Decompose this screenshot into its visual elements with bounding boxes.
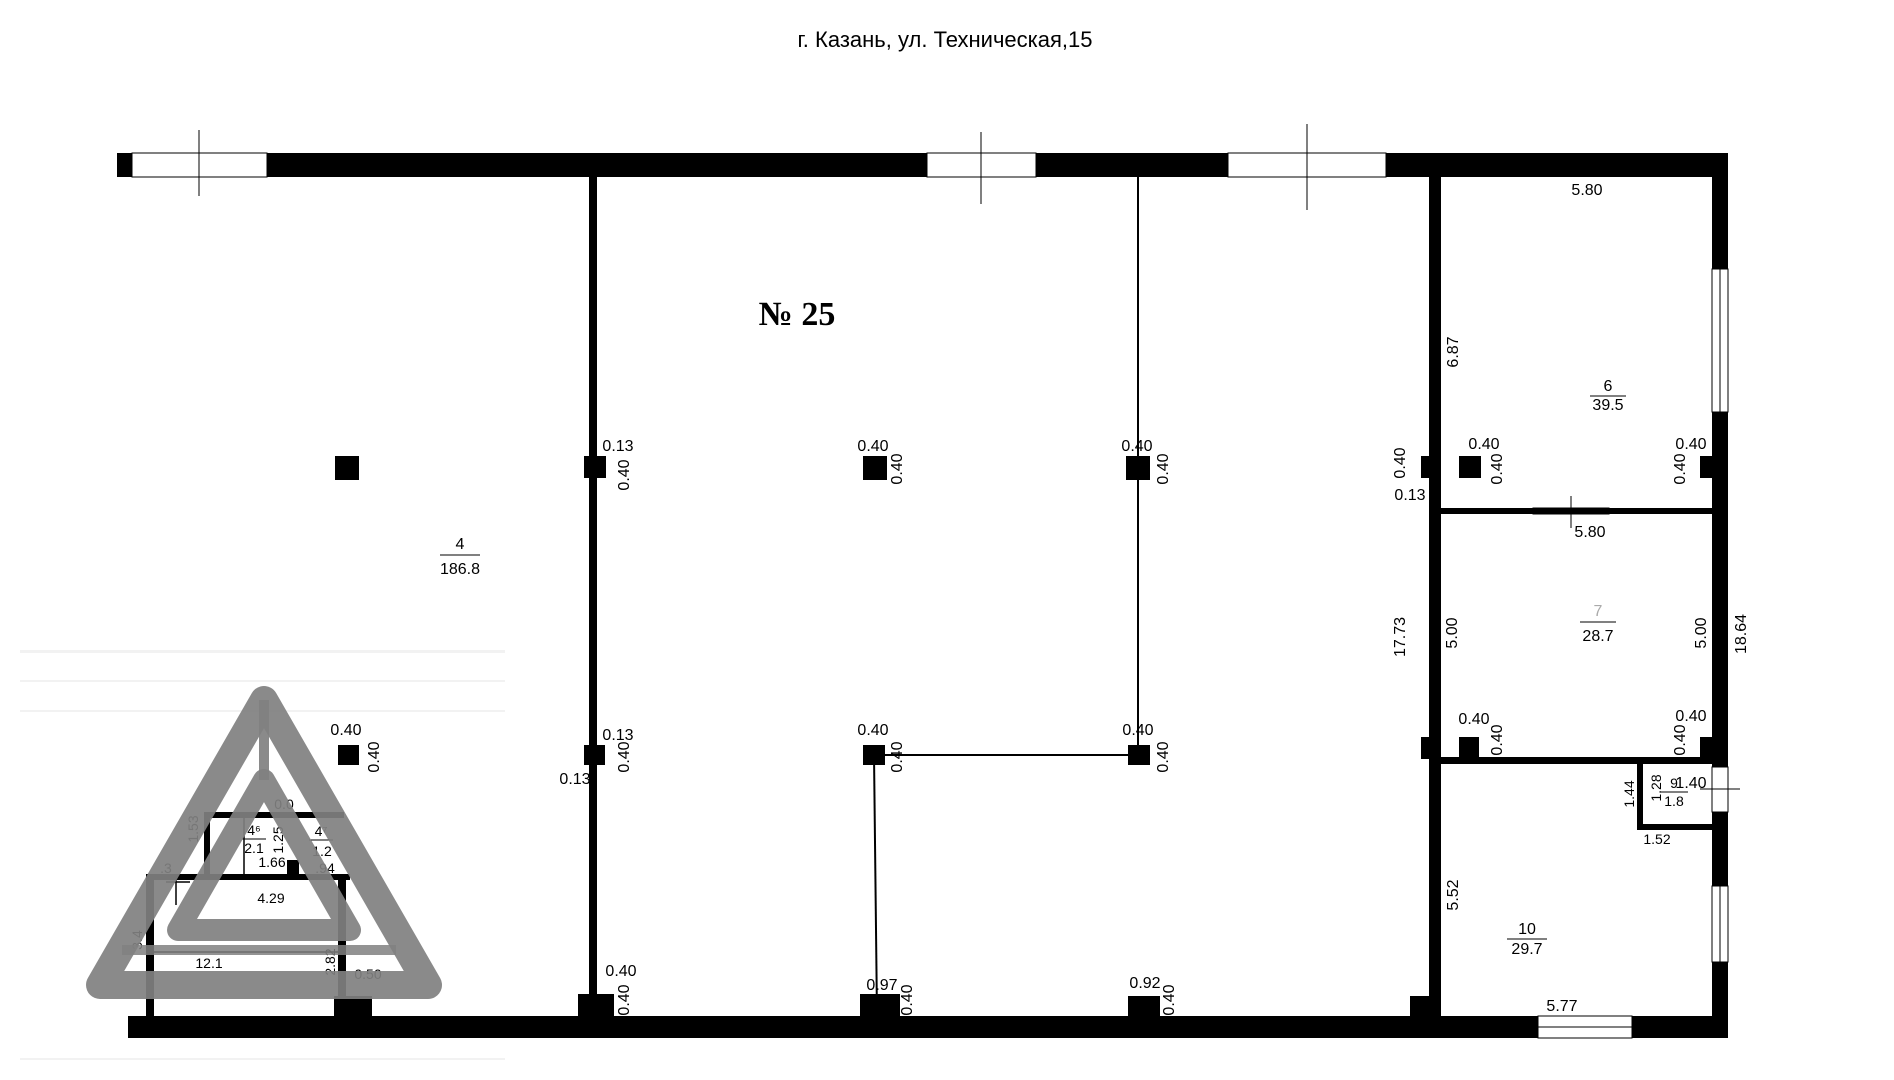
svg-text:0.40: 0.40 — [616, 984, 633, 1015]
svg-text:0.40: 0.40 — [366, 741, 383, 772]
svg-text:0.40: 0.40 — [889, 453, 906, 484]
svg-text:0.40: 0.40 — [1392, 447, 1409, 478]
svg-text:5.52: 5.52 — [1445, 879, 1462, 910]
room-4-6-label: 4⁶ 2.1 — [242, 822, 266, 856]
svg-text:0.40: 0.40 — [616, 741, 633, 772]
svg-text:0.40: 0.40 — [1122, 722, 1153, 739]
svg-text:0.92: 0.92 — [1129, 975, 1160, 992]
room-id: 9 — [1670, 775, 1678, 791]
room-area: 186.8 — [440, 561, 480, 578]
svg-text:0.40: 0.40 — [1468, 436, 1499, 453]
svg-text:18.64: 18.64 — [1733, 614, 1750, 654]
svg-text:0.40: 0.40 — [857, 438, 888, 455]
room-area: 39.5 — [1592, 397, 1623, 414]
svg-text:0.40: 0.40 — [857, 722, 888, 739]
svg-text:0.40: 0.40 — [1672, 453, 1689, 484]
room-area: 2.1 — [244, 840, 264, 856]
room-area: 1.8 — [1664, 793, 1684, 809]
svg-text:1.66: 1.66 — [258, 854, 285, 870]
outer-walls — [117, 153, 1728, 1038]
room-area: 29.7 — [1511, 941, 1542, 958]
room-id: 7 — [1594, 603, 1603, 620]
svg-text:0.40: 0.40 — [889, 741, 906, 772]
svg-text:1.52: 1.52 — [1643, 831, 1670, 847]
svg-text:0.13: 0.13 — [602, 727, 633, 744]
svg-text:0.40: 0.40 — [1675, 708, 1706, 725]
svg-text:5.77: 5.77 — [1546, 998, 1577, 1015]
room-6-label: 6 39.5 — [1590, 378, 1626, 414]
room-id: 4⁶ — [247, 822, 261, 838]
svg-text:0.40: 0.40 — [1121, 438, 1152, 455]
svg-text:0.40: 0.40 — [1489, 453, 1506, 484]
svg-text:1.28: 1.28 — [1648, 774, 1664, 801]
room-9-label: 9 1.8 — [1660, 775, 1688, 809]
thin-partitions — [873, 177, 1140, 1017]
svg-text:0.40: 0.40 — [1155, 741, 1172, 772]
svg-text:0.40: 0.40 — [1458, 711, 1489, 728]
svg-text:5.00: 5.00 — [1444, 617, 1461, 648]
dimension-labels: 5.80 5.80 1.40 1.52 1.28 5.77 0.97 0.92 … — [129, 182, 1750, 1015]
svg-text:0.40: 0.40 — [1675, 436, 1706, 453]
svg-text:0.40: 0.40 — [1155, 453, 1172, 484]
room-9-walls — [1637, 764, 1712, 830]
room-10-label: 10 29.7 — [1507, 921, 1547, 958]
room-id: 6 — [1604, 378, 1613, 395]
room-4-label: 4 186.8 — [440, 536, 480, 578]
svg-text:6.87: 6.87 — [1445, 336, 1462, 367]
room-id: 4 — [456, 536, 465, 553]
svg-text:12.1: 12.1 — [195, 955, 222, 971]
svg-text:5.80: 5.80 — [1571, 182, 1602, 199]
svg-text:0.40: 0.40 — [1672, 724, 1689, 755]
svg-text:0.40: 0.40 — [605, 963, 636, 980]
svg-text:0.13: 0.13 — [1394, 487, 1425, 504]
svg-text:17.73: 17.73 — [1392, 617, 1409, 657]
unit-number: № 25 — [759, 296, 836, 333]
plan-title: г. Казань, ул. Техническая,15 — [797, 27, 1092, 52]
columns — [334, 456, 1714, 1016]
svg-text:1.40: 1.40 — [1675, 775, 1706, 792]
svg-text:2.82: 2.82 — [322, 948, 338, 975]
svg-text:5.80: 5.80 — [1574, 524, 1605, 541]
windows — [131, 124, 1740, 1039]
svg-text:0.13: 0.13 — [559, 771, 590, 788]
column-size-labels: 0.40 0.40 0.40 0.40 0.40 0.40 0.40 0.40 … — [330, 436, 1706, 1016]
svg-text:0.40: 0.40 — [899, 984, 916, 1015]
room-area: 28.7 — [1582, 628, 1613, 645]
svg-text:1.44: 1.44 — [1621, 780, 1637, 807]
triangle-logo-icon — [86, 686, 442, 999]
svg-text:4.29: 4.29 — [257, 890, 284, 906]
svg-text:0.40: 0.40 — [616, 459, 633, 490]
svg-text:0.40: 0.40 — [330, 722, 361, 739]
svg-text:0.40: 0.40 — [1161, 984, 1178, 1015]
room-id: 10 — [1518, 921, 1536, 938]
svg-text:5.00: 5.00 — [1693, 617, 1710, 648]
svg-text:0.40: 0.40 — [1489, 724, 1506, 755]
svg-text:0.13: 0.13 — [602, 438, 633, 455]
room-7-label: 7 28.7 — [1580, 603, 1616, 645]
svg-text:0.97: 0.97 — [866, 977, 897, 994]
